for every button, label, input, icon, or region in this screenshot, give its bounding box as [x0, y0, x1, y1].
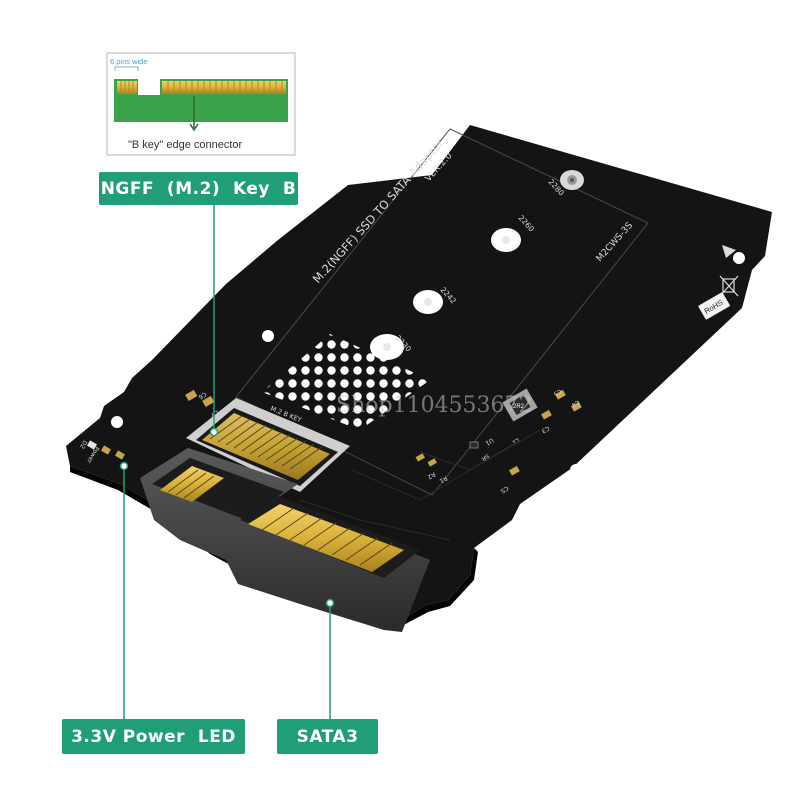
ic-u1 — [469, 441, 479, 449]
power-led-label: 3.3V Power LED — [62, 719, 245, 754]
resistor-r4 — [115, 450, 125, 460]
capacitor-c3 — [541, 409, 552, 420]
ngff-leader-dot — [209, 427, 219, 437]
ref-r1: R1 — [438, 474, 449, 484]
weee-bin-icon — [719, 275, 739, 297]
mount-hole — [570, 464, 582, 476]
sata-leader-dot — [325, 598, 335, 608]
mount-hole — [262, 330, 274, 342]
edge-connector-inset: 6 pins wide "B key" edge connector — [106, 52, 296, 156]
dot-field — [262, 334, 430, 430]
inset-gold-pins — [117, 81, 286, 94]
led-d2 — [87, 440, 97, 450]
smd-components: 2R2 — [87, 388, 582, 476]
capacitor-c6 — [185, 389, 198, 401]
ref-l1: L1 — [511, 436, 521, 446]
ref-r2: R2 — [426, 470, 437, 480]
inductor-mark: 2R2 — [513, 404, 525, 410]
pcb-traces — [299, 429, 541, 541]
ssd-outline — [235, 128, 649, 496]
mount-hole — [111, 416, 123, 428]
sata-power-pins — [160, 466, 224, 502]
m2-slot: M.2 B KEY — [186, 398, 350, 492]
rohs-sticker: RoHS — [698, 292, 730, 320]
standoff-holes — [370, 170, 584, 360]
ref-u1: U1 — [484, 436, 495, 446]
power-leader-dot — [119, 461, 129, 471]
ref-sr: SR — [480, 452, 490, 462]
ref-c3: C3 — [540, 424, 551, 434]
pins-bracket — [114, 66, 139, 71]
callout-lines — [123, 205, 331, 719]
capacitor-cs — [509, 465, 520, 476]
ngff-key-b-label: NGFF (M.2) Key B — [99, 172, 298, 205]
resistor-r3 — [101, 445, 111, 455]
inset-caption: "B key" edge connector — [128, 139, 243, 151]
capacitor-c5 — [555, 389, 566, 400]
resistor-r1 — [427, 458, 437, 467]
pcb-edge — [70, 466, 478, 628]
resistor-r2 — [415, 453, 425, 462]
mount-hole — [733, 252, 745, 264]
ref-c4: C4 — [570, 398, 581, 408]
key-pointer — [189, 96, 199, 132]
ref-c5: C5 — [552, 387, 563, 397]
pins-note: 6 pins wide — [110, 57, 148, 66]
sata-connector — [140, 448, 430, 632]
ref-cs: CS — [499, 484, 510, 494]
esd-icon — [722, 245, 736, 258]
ref-c6: C6 — [197, 390, 208, 400]
capacitor-c7 — [202, 395, 215, 407]
watermark: Shop1104553672 — [336, 393, 533, 418]
ref-d2: D2 — [78, 439, 88, 450]
capacitor-c4 — [571, 401, 582, 412]
adapter-board: M.2(NGFF) SSD TO SATA Adapter VER:2.0 M2… — [66, 125, 772, 632]
sata-data-pins — [248, 504, 404, 572]
sata3-label: SATA3 — [277, 719, 378, 754]
